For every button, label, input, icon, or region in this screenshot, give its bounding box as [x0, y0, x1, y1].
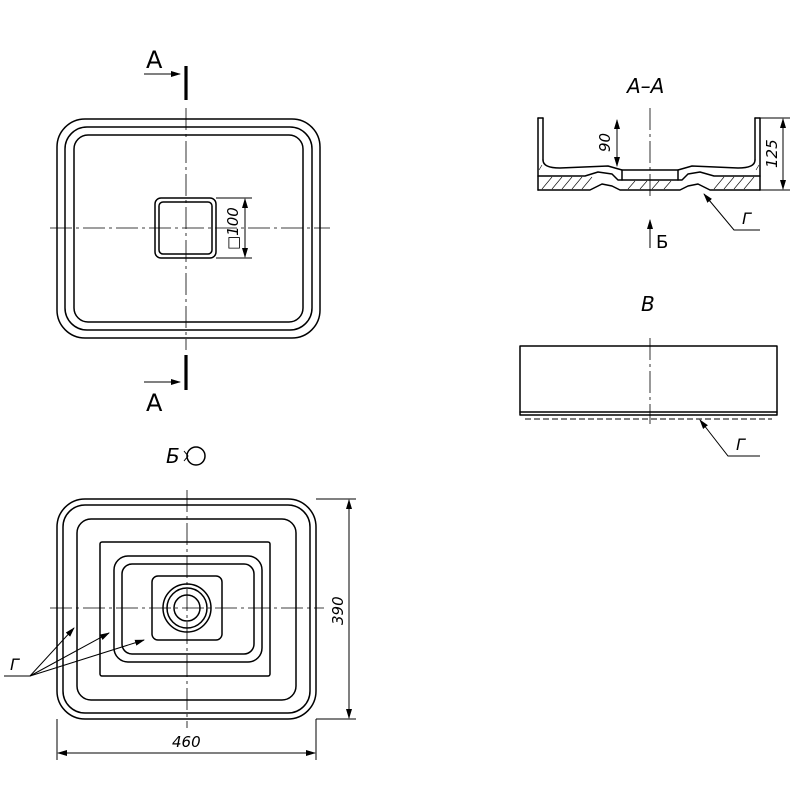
drain-square-dim-label: □100 [224, 207, 242, 250]
bottom-outer-rim [56, 498, 317, 720]
depth-total-dim-label: 390 [329, 596, 347, 625]
bottom-step-1 [99, 541, 271, 677]
section-shell-bottom [537, 183, 761, 191]
bottom-g-leader-1 [29, 627, 75, 677]
bottom-g-leader-3 [29, 639, 145, 677]
bottom-view-b: Б 390 460 Г [4, 444, 356, 760]
side-view-v: В Г [519, 292, 778, 457]
side-view-body [519, 345, 778, 416]
cut-label-bottom: A [146, 389, 163, 417]
top-plan-view: □100 A A [50, 46, 330, 417]
side-g-label: Г [736, 435, 746, 454]
bottom-view-title: Б [166, 444, 180, 468]
view-v-title: В [641, 292, 655, 316]
section-shell-top [537, 171, 761, 181]
basin-bowl-edge [73, 134, 304, 323]
side-g-leader [699, 419, 760, 457]
bottom-step-2 [113, 555, 263, 663]
cut-label-top: A [146, 46, 163, 74]
section-bowl-bottom-inner [542, 159, 756, 171]
section-g-leader [703, 193, 760, 231]
view-b-label: Б [656, 232, 668, 253]
bottom-inner-rim [62, 504, 311, 714]
bottom-g-leader-2 [29, 632, 110, 677]
section-a-a-view: A–A [537, 74, 790, 253]
width-total-dim-label: 460 [172, 733, 201, 751]
section-g-label: Г [742, 209, 752, 228]
basin-inner-rim [64, 126, 313, 331]
depth-dim-label: 90 [596, 133, 614, 152]
rotation-arrow-icon [183, 450, 189, 462]
basin-outer-rim [56, 118, 321, 339]
height-dim-label: 125 [763, 139, 781, 168]
section-hatching [538, 164, 760, 190]
bottom-step-3 [121, 563, 255, 655]
section-title: A–A [625, 74, 664, 98]
bottom-g-label: Г [10, 655, 20, 674]
bottom-foot-ring [76, 518, 297, 701]
rotation-icon [186, 446, 206, 466]
section-drain-walls [621, 169, 679, 181]
